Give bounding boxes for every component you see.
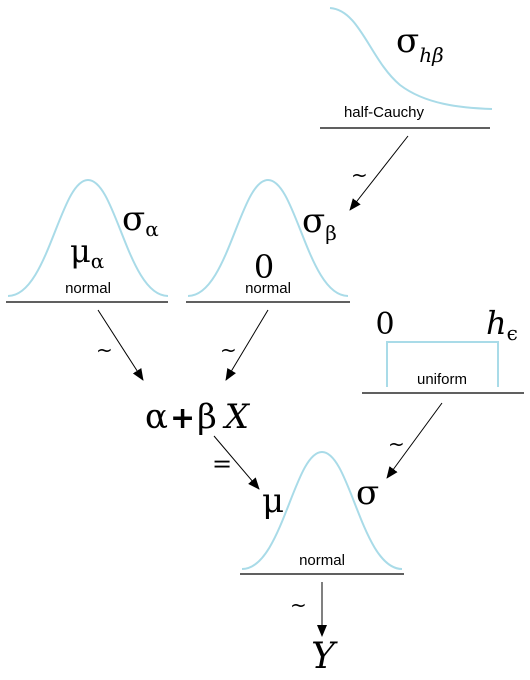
uniform-lower-bound: 0 xyxy=(375,307,394,342)
equals-operator: = xyxy=(212,450,232,478)
normal-beta-prior: normal 0 σβ xyxy=(186,178,350,303)
tilde-operator: ~ xyxy=(290,593,307,617)
tilde-operator: ~ xyxy=(388,432,405,456)
uniform-prior: uniform 0 hϵ xyxy=(362,304,524,394)
likelihood-normal-label: normal xyxy=(299,552,345,569)
uniform-label: uniform xyxy=(417,371,467,388)
sigma-beta-symbol: σβ xyxy=(302,201,337,245)
tilde-operator: ~ xyxy=(220,338,237,362)
arrow-half-cauchy-to-sigma-beta xyxy=(349,135,409,211)
normal-alpha-prior: normal μα σα xyxy=(6,178,169,303)
outcome-y-symbol: Y xyxy=(311,636,338,677)
zero-mean-symbol: 0 xyxy=(254,248,274,286)
mu-alpha-symbol: μα xyxy=(70,232,104,273)
sigma-symbol: σ xyxy=(356,473,379,513)
tilde-operator: ~ xyxy=(351,163,368,187)
arrow-normal-beta-to-beta xyxy=(225,309,269,381)
half-cauchy-curve xyxy=(329,7,493,110)
normal-beta-label: normal xyxy=(245,280,291,297)
uniform-curve xyxy=(386,341,499,387)
likelihood-normal-curve xyxy=(241,450,403,570)
normal-alpha-label: normal xyxy=(65,280,111,297)
half-cauchy-prior: half-Cauchy σhβ xyxy=(320,7,493,129)
sigma-alpha-symbol: σα xyxy=(122,199,159,241)
arrow-linear-to-mu xyxy=(213,435,260,490)
normal-alpha-curve xyxy=(7,178,169,297)
tilde-operator: ~ xyxy=(96,338,113,362)
likelihood-normal: normal μ σ xyxy=(240,450,404,575)
mu-symbol: μ xyxy=(262,481,284,521)
sigma-h-beta-symbol: σhβ xyxy=(396,21,444,67)
arrow-uniform-to-sigma xyxy=(386,402,443,479)
half-cauchy-label: half-Cauchy xyxy=(344,104,425,121)
h-epsilon-symbol: hϵ xyxy=(486,304,518,345)
arrow-normal-alpha-to-alpha xyxy=(97,309,144,381)
normal-beta-curve xyxy=(187,178,349,297)
